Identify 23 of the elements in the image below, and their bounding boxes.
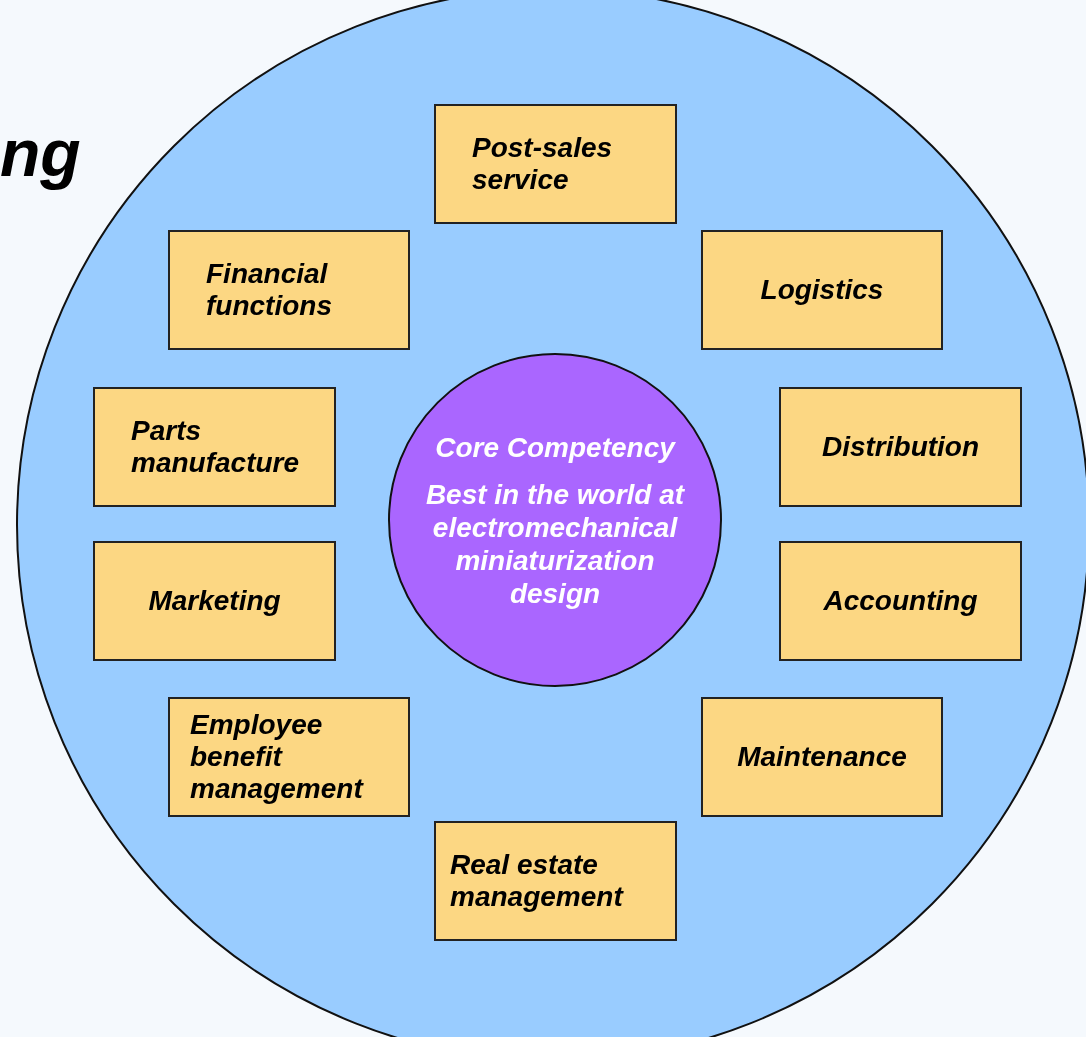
function-box [168, 697, 410, 817]
function-box [434, 821, 677, 941]
box-label: Parts manufacture [131, 415, 301, 479]
function-box [168, 230, 410, 350]
box-label: Accounting [823, 585, 978, 617]
core-heading: Core Competency [435, 430, 675, 464]
core-description: Best in the world at electromechanical miniaturization design [424, 477, 686, 610]
function-box [93, 387, 336, 507]
box-label: Employee benefit management [190, 709, 365, 805]
box-label: Real estate management [450, 849, 625, 913]
box-label: Financial functions [206, 258, 333, 322]
box-label: Distribution [821, 431, 980, 463]
box-label: Post-sales service [472, 132, 614, 196]
box-label: Maintenance [737, 741, 907, 773]
function-box [93, 541, 336, 661]
function-box [701, 697, 943, 817]
function-box [779, 541, 1022, 661]
function-box [701, 230, 943, 350]
title-fragment: ng [0, 118, 81, 188]
box-label: Logistics [760, 274, 884, 306]
function-box [779, 387, 1022, 507]
function-box [434, 104, 677, 224]
box-label: Marketing [148, 585, 281, 617]
